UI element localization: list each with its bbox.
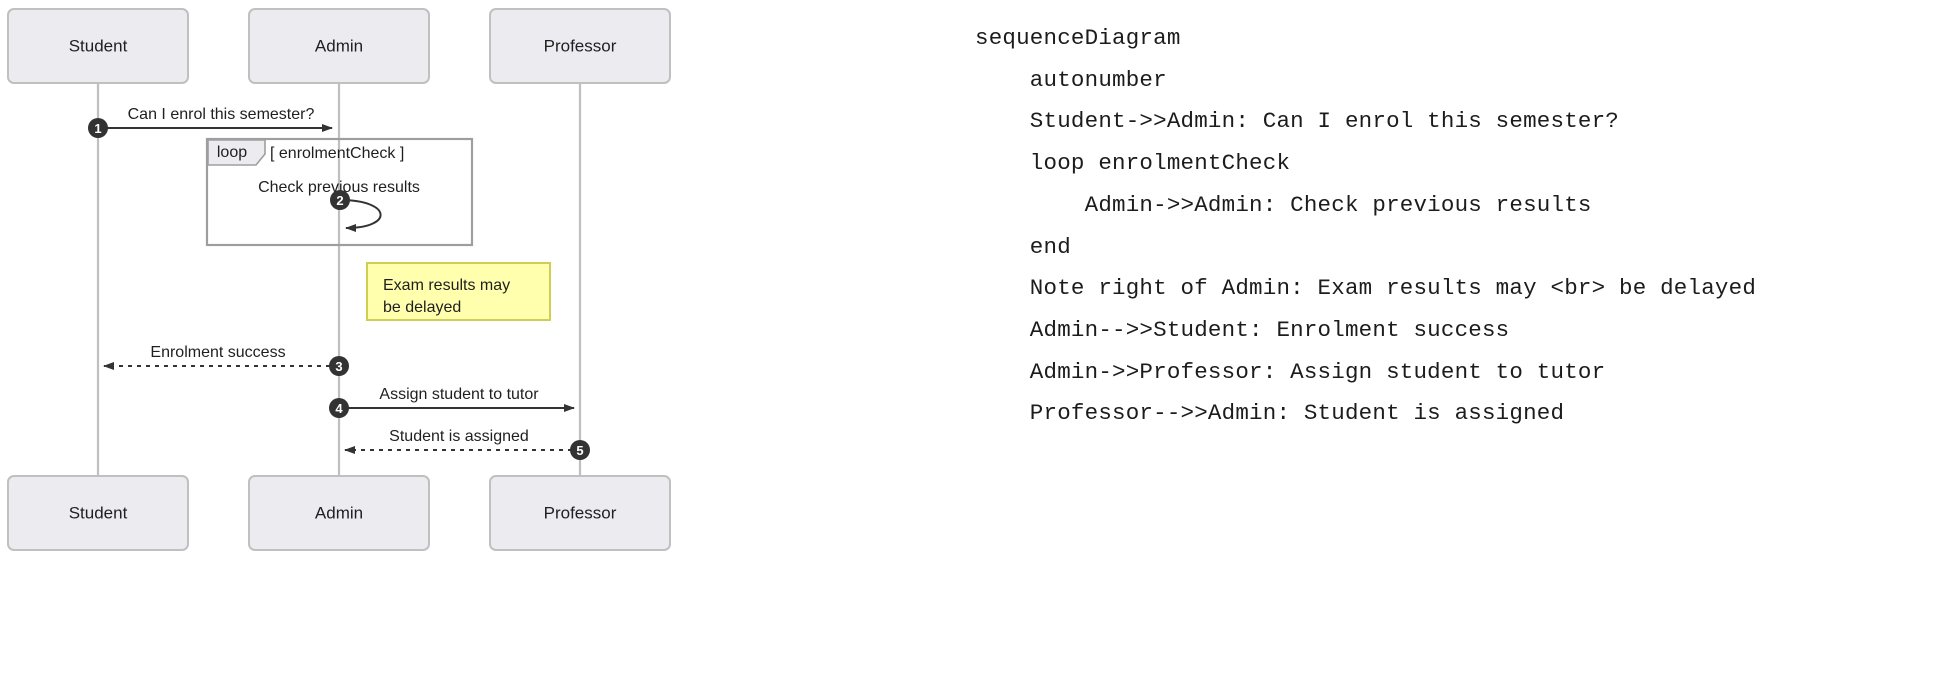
sequence-number: 2	[336, 193, 343, 208]
code-line: Admin-->>Student: Enrolment success	[975, 316, 1510, 343]
code-line: Professor-->>Admin: Student is assigned	[975, 400, 1565, 427]
participant-top-student[interactable]: Student	[7, 8, 189, 84]
participant-label: Admin	[315, 503, 363, 522]
loop-title-label: [ enrolmentCheck ]	[270, 145, 404, 162]
message-label: Assign student to tutor	[379, 386, 539, 403]
code-line: Student->>Admin: Can I enrol this semest…	[975, 108, 1620, 135]
message-arrow-self	[339, 199, 382, 232]
code-line: autonumber	[975, 66, 1167, 93]
sequence-number: 3	[335, 359, 342, 374]
loop-frame	[205, 137, 474, 247]
participant-bottom-student[interactable]: Student	[7, 475, 189, 551]
note-line-1: Exam results may	[383, 277, 510, 294]
code-line: end	[975, 233, 1071, 260]
participant-box[interactable]	[248, 475, 430, 551]
mermaid-source-panel[interactable]: sequenceDiagram autonumber Student->>Adm…	[975, 18, 1945, 435]
note-right-of-admin: Exam results may be delayed	[366, 262, 551, 321]
participant-box[interactable]	[489, 8, 671, 84]
message-3: Enrolment success 3	[103, 344, 349, 376]
note-box	[366, 262, 551, 321]
participant-top-admin[interactable]: Admin	[248, 8, 430, 84]
message-1: Can I enrol this semester? 1	[88, 106, 333, 138]
participant-top-professor[interactable]: Professor	[489, 8, 671, 84]
sequence-badge	[88, 118, 108, 138]
participant-box[interactable]	[7, 8, 189, 84]
participant-bottom-admin[interactable]: Admin	[248, 475, 430, 551]
participant-box[interactable]	[489, 475, 671, 551]
sequence-badge	[570, 440, 590, 460]
participant-label: Professor	[544, 36, 617, 55]
sequence-diagram-svg: Student Admin Professor loop [ enrolment…	[7, 8, 671, 551]
sequence-diagram-pane: Student Admin Professor loop [ enrolment…	[0, 0, 760, 696]
participant-box[interactable]	[248, 8, 430, 84]
code-line: Admin->>Admin: Check previous results	[975, 191, 1592, 218]
code-line: sequenceDiagram	[975, 25, 1181, 51]
message-label: Check previous results	[258, 179, 420, 196]
participant-label: Student	[69, 503, 128, 522]
loop-fragment: loop [ enrolmentCheck ]	[205, 137, 474, 247]
participant-box[interactable]	[7, 475, 189, 551]
sequence-number: 5	[576, 443, 583, 458]
code-line: Note right of Admin: Exam results may <b…	[975, 275, 1757, 302]
participant-label: Professor	[544, 503, 617, 522]
message-label: Student is assigned	[389, 428, 529, 445]
loop-tab	[207, 139, 266, 166]
message-label: Can I enrol this semester?	[128, 106, 315, 123]
participant-bottom-professor[interactable]: Professor	[489, 475, 671, 551]
message-2: Check previous results 2	[258, 179, 420, 232]
message-5: Student is assigned 5	[344, 428, 590, 460]
note-line-2: be delayed	[383, 299, 461, 316]
sequence-number: 4	[335, 401, 343, 416]
code-line: loop enrolmentCheck	[975, 150, 1291, 177]
participant-label: Admin	[315, 36, 363, 55]
sequence-badge	[329, 398, 349, 418]
message-label: Enrolment success	[150, 344, 285, 361]
participant-label: Student	[69, 36, 128, 55]
loop-tab-label: loop	[217, 144, 247, 161]
sequence-badge	[330, 190, 350, 210]
message-4: Assign student to tutor 4	[329, 386, 575, 418]
code-line: Admin->>Professor: Assign student to tut…	[975, 358, 1606, 385]
sequence-badge	[329, 356, 349, 376]
sequence-number: 1	[94, 121, 101, 136]
